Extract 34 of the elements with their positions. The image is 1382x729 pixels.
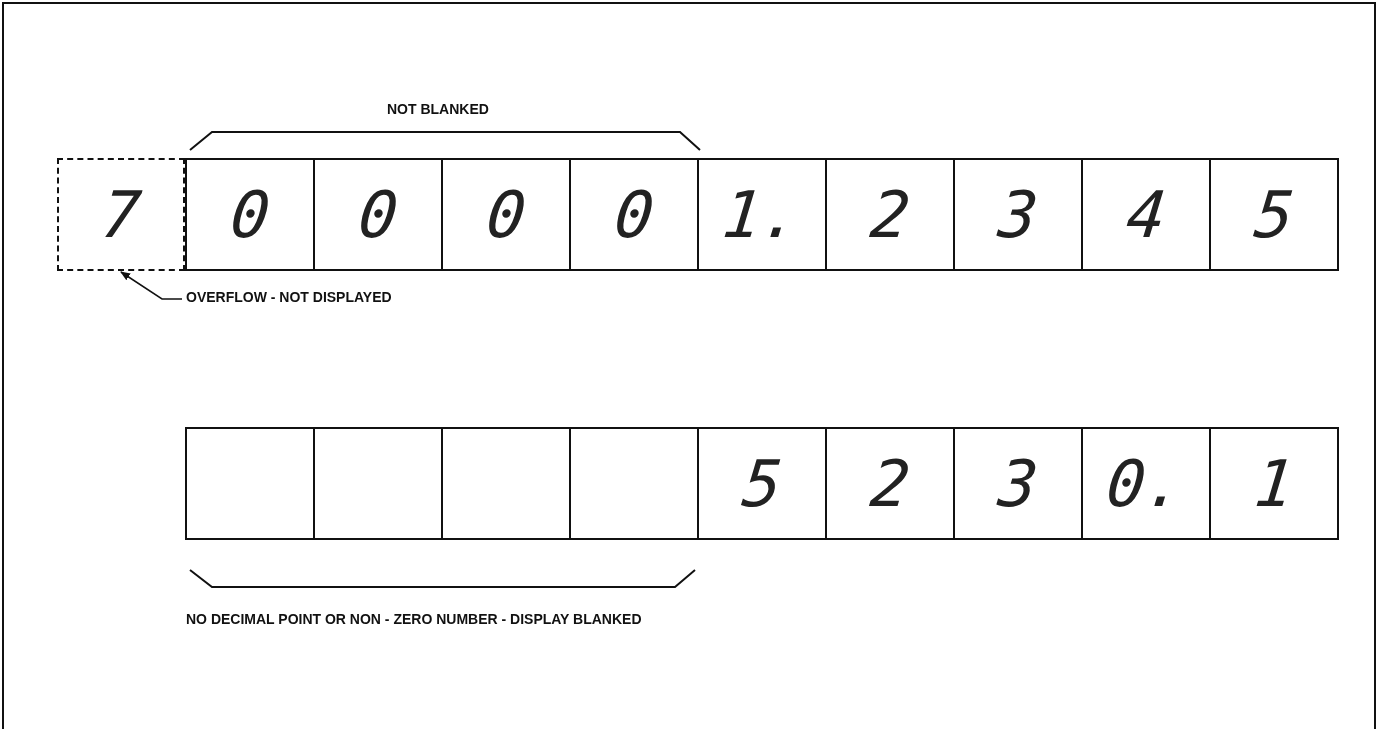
digit: 0 bbox=[611, 182, 657, 247]
display-cell bbox=[953, 158, 1083, 271]
digit: 7 bbox=[98, 182, 144, 247]
digit: 4 bbox=[1123, 182, 1169, 247]
digit: 0 bbox=[355, 182, 401, 247]
display-cell bbox=[1081, 427, 1211, 540]
digit: 2 bbox=[867, 182, 913, 247]
display-cell bbox=[825, 427, 955, 540]
digit: 1 bbox=[1251, 451, 1297, 516]
leader-arrow bbox=[120, 271, 183, 300]
digit: 2 bbox=[867, 451, 913, 516]
digit: 5 bbox=[739, 451, 785, 516]
annotation: NO DECIMAL POINT OR NON - ZERO NUMBER - DISPLAY BLANKED bbox=[186, 611, 642, 627]
display-cell bbox=[697, 427, 827, 540]
display-cell bbox=[953, 427, 1083, 540]
display-cell bbox=[1209, 158, 1339, 271]
display-cell bbox=[697, 158, 827, 271]
digit: 3 bbox=[995, 451, 1041, 516]
digit: 0 bbox=[227, 182, 273, 247]
digit: 3 bbox=[995, 182, 1041, 247]
display-cell bbox=[441, 158, 571, 271]
display-cell bbox=[1209, 427, 1339, 540]
digit: 0 bbox=[483, 182, 529, 247]
digit: 1. bbox=[720, 182, 804, 247]
overflow-digit-cell bbox=[57, 158, 185, 271]
display-cell bbox=[313, 158, 443, 271]
callout-text: OVERFLOW - NOT DISPLAYED bbox=[186, 289, 392, 305]
display-cell bbox=[569, 158, 699, 271]
display-cell bbox=[825, 158, 955, 271]
display-cell bbox=[185, 158, 315, 271]
digit: 5 bbox=[1251, 182, 1297, 247]
digit: 0. bbox=[1104, 451, 1188, 516]
display-cell bbox=[1081, 158, 1211, 271]
annotation: NOT BLANKED bbox=[387, 101, 489, 117]
